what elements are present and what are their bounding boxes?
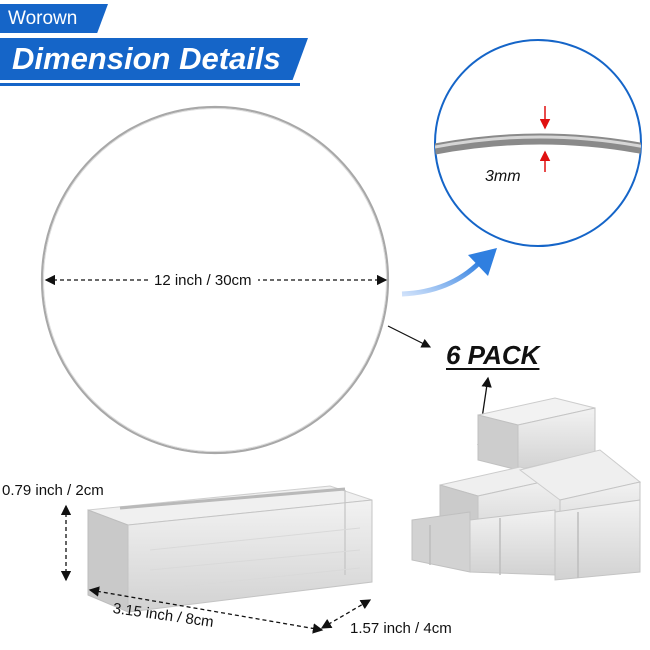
stand-stack: [411, 397, 642, 581]
brand-tag: Worown: [0, 4, 108, 33]
pack-count-label: 6 PACK: [446, 340, 540, 370]
metal-hoop: [40, 105, 390, 455]
single-wood-stand: [87, 485, 373, 613]
diameter-label: 12 inch / 30cm: [148, 272, 258, 289]
length-arrow: [88, 586, 324, 634]
title-underline: [0, 83, 300, 86]
page-title: Dimension Details: [0, 38, 308, 80]
width-arrow: [320, 599, 372, 629]
height-label: 0.79 inch / 2cm: [2, 482, 104, 499]
zoom-arrow: [401, 260, 482, 297]
width-label: 1.57 inch / 4cm: [350, 620, 452, 637]
thickness-label: 3mm: [485, 168, 521, 185]
